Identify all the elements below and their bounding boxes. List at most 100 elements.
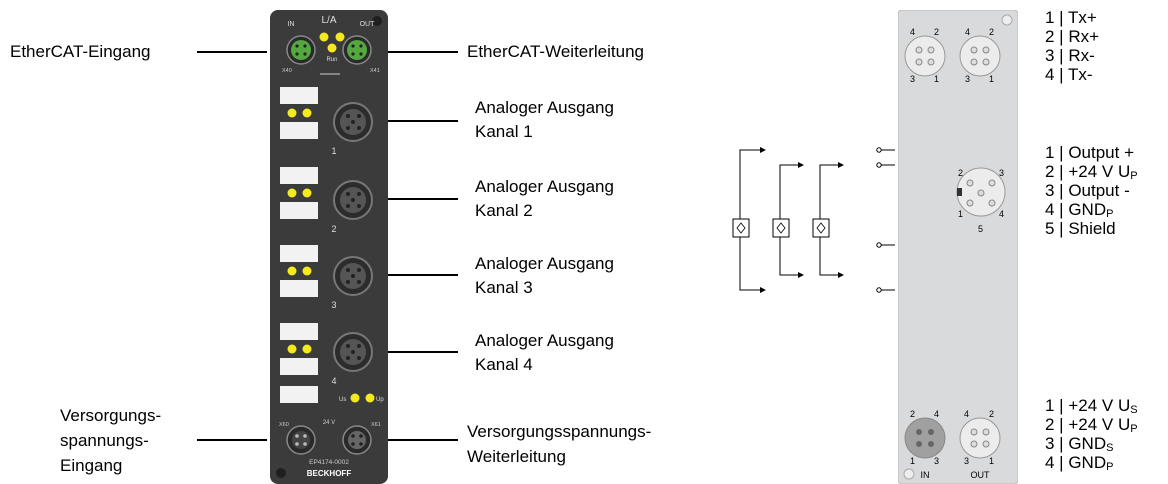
ao1-leader: [374, 120, 458, 122]
svg-text:2: 2: [958, 168, 963, 178]
svg-text:3: 3: [934, 456, 939, 466]
svg-text:4: 4: [964, 409, 969, 419]
svg-text:4: 4: [999, 209, 1004, 219]
supply-input-label-3: Eingang: [60, 456, 123, 475]
svg-text:1: 1: [958, 209, 963, 219]
pwr-pin-3: 3 | GNDS: [1045, 434, 1114, 454]
eth-pin-2: 2 | Rx+: [1045, 27, 1100, 46]
ao-pin-3: 3 | Output -: [1045, 181, 1130, 200]
pwr-pin-2: 2 | +24 V UP: [1045, 415, 1138, 435]
back-out-text: OUT: [971, 470, 991, 480]
svg-text:1: 1: [989, 456, 994, 466]
ao-pin-5: 5 | Shield: [1045, 219, 1116, 238]
ao2-label-2: Kanal 2: [475, 201, 533, 220]
us-led: [350, 393, 360, 403]
run-led: [327, 43, 337, 53]
ao3-leader: [374, 274, 458, 276]
x41-text: X41: [370, 68, 380, 74]
ao4-label-1: Analoger Ausgang: [475, 331, 614, 350]
driver-box-1: [732, 218, 750, 238]
in-text: IN: [288, 21, 295, 28]
svg-text:4: 4: [910, 27, 915, 37]
svg-text:2: 2: [989, 409, 994, 419]
svg-text:1: 1: [989, 74, 994, 84]
us-text: Us: [339, 397, 346, 403]
svg-text:2: 2: [934, 27, 939, 37]
svg-text:1: 1: [934, 74, 939, 84]
svg-text:3: 3: [965, 74, 970, 84]
svg-text:2: 2: [989, 27, 994, 37]
x40-text: X40: [282, 68, 292, 74]
ethercat-out-port: [342, 35, 372, 65]
pwr-connector-in: 2 4 1 3 IN: [904, 409, 946, 480]
ao4-leader: [374, 351, 458, 353]
supply-input-label-1: Versorgungs-: [60, 406, 162, 425]
driver-box-2: [772, 218, 790, 238]
la-led-out: [335, 32, 345, 42]
supply-out-leader: [388, 439, 458, 441]
svg-text:4: 4: [331, 376, 336, 386]
svg-text:1: 1: [331, 146, 336, 156]
ao-pin-4: 4 | GNDP: [1045, 200, 1114, 220]
back-in-text: IN: [921, 470, 930, 480]
ethercat-forward-label: EtherCAT-Weiterleitung: [467, 42, 644, 61]
run-text: Run: [326, 57, 337, 63]
eth-connector-right: 4 2 3 1: [959, 27, 1001, 84]
eth-pin-3: 3 | Rx-: [1045, 46, 1095, 65]
power-in-port: [286, 425, 316, 455]
ethercat-in-port: [286, 35, 316, 65]
ethercat-input-label: EtherCAT-Eingang: [10, 42, 151, 61]
channel-schematic: [732, 147, 895, 293]
x60-text: X60: [279, 422, 289, 428]
ao1-label-2: Kanal 1: [475, 122, 533, 141]
channel-3: 3: [280, 245, 373, 310]
ao-pin-2: 2 | +24 V UP: [1045, 162, 1138, 182]
brand-text: BECKHOFF: [307, 469, 352, 478]
model-text: EP4174-0002: [309, 459, 349, 466]
supply-input-leader: [197, 439, 267, 441]
module-front-view: L/A IN OUT Run X40 X41 1 2: [270, 10, 388, 484]
x61-text: X61: [371, 422, 381, 428]
ao1-label-1: Analoger Ausgang: [475, 98, 614, 117]
la-text: L/A: [321, 15, 336, 26]
mount-hole-top: [372, 16, 382, 26]
mount-hole-bottom: [276, 468, 286, 478]
eth-connector-left: 4 2 3 1: [904, 27, 946, 84]
supply-input-label-2: spannungs-: [60, 431, 149, 450]
eth-pin-1: 1 | Tx+: [1045, 8, 1097, 27]
ethercat-input-leader: [197, 51, 267, 53]
svg-text:3: 3: [910, 74, 915, 84]
channel-1: 1: [280, 87, 373, 156]
supply-forward-label-1: Versorgungsspannungs-: [467, 422, 652, 441]
svg-text:2: 2: [331, 224, 336, 234]
ao2-leader: [374, 198, 458, 200]
channel-2: 2: [280, 167, 373, 234]
up-led: [365, 393, 375, 403]
ao2-label-1: Analoger Ausgang: [475, 177, 614, 196]
pwr-pin-4: 4 | GNDP: [1045, 453, 1114, 473]
channel-4: 4: [280, 323, 373, 386]
ao4-label-2: Kanal 4: [475, 355, 533, 374]
pwr-pin-1: 1 | +24 V US: [1045, 396, 1138, 416]
up-text: Up: [376, 397, 384, 403]
pwr-connector-out: 4 2 3 1 OUT: [959, 409, 1001, 480]
m12-connector: 2 3 1 4 5: [956, 167, 1006, 234]
ao-pin-1: 1 | Output +: [1045, 143, 1135, 162]
ao3-label-2: Kanal 3: [475, 278, 533, 297]
v24-text: 24 V: [323, 420, 335, 426]
panel-body: [898, 10, 1018, 484]
ao3-label-1: Analoger Ausgang: [475, 254, 614, 273]
svg-text:4: 4: [934, 409, 939, 419]
svg-text:2: 2: [910, 409, 915, 419]
ethercat-out-leader: [388, 51, 458, 53]
svg-text:3: 3: [331, 300, 336, 310]
power-out-port: [342, 425, 372, 455]
svg-text:3: 3: [964, 456, 969, 466]
svg-text:4: 4: [965, 27, 970, 37]
back-panel: 4 2 3 1 4 2 3 1 2 3 1 4 5 2 4 1 3 IN: [898, 10, 1018, 484]
svg-text:5: 5: [978, 224, 983, 234]
svg-text:1: 1: [910, 456, 915, 466]
supply-forward-label-2: Weiterleitung: [467, 447, 566, 466]
driver-box-3: [812, 218, 830, 238]
eth-pin-4: 4 | Tx-: [1045, 65, 1093, 84]
